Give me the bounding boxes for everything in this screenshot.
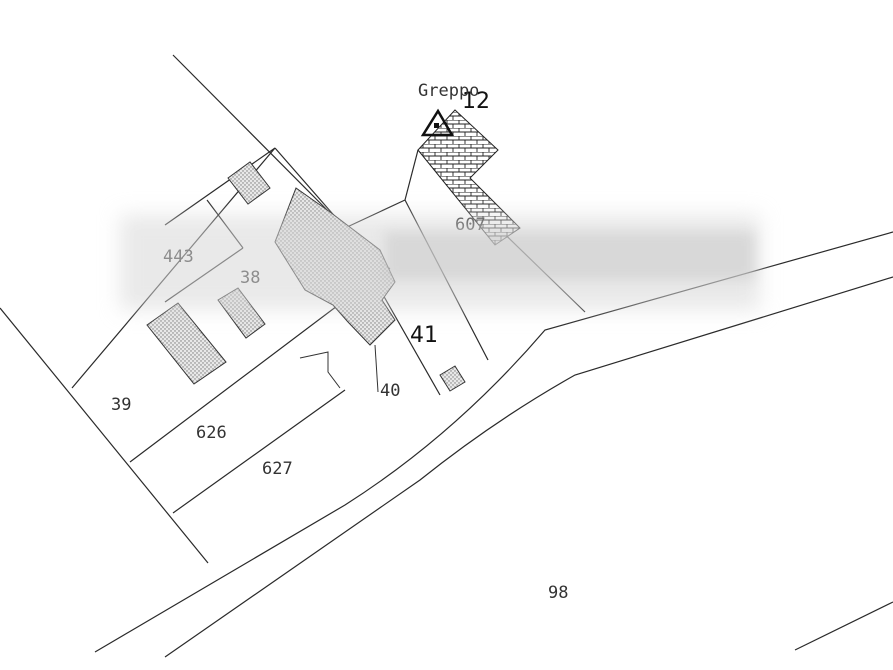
place-name: Greppo bbox=[418, 81, 479, 101]
parcel-label-40: 40 bbox=[380, 381, 400, 401]
parcel-label-626: 626 bbox=[196, 423, 227, 443]
triangle-benchmark-icon bbox=[420, 108, 455, 137]
parcel-label-627: 627 bbox=[262, 459, 293, 479]
parcel-label-12: 12 bbox=[462, 89, 490, 114]
road bbox=[94, 231, 893, 658]
parcel-label-41: 41 bbox=[410, 323, 438, 348]
watermark-blur-text bbox=[385, 232, 755, 280]
parcel-label-39: 39 bbox=[111, 395, 131, 415]
parcel-label-98: 98 bbox=[548, 583, 568, 603]
